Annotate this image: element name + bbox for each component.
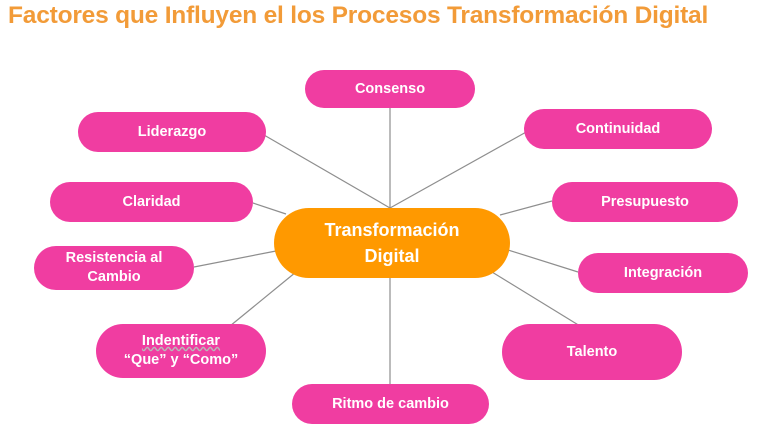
factor-presupuesto: Presupuesto bbox=[552, 182, 738, 222]
connector-integracion bbox=[504, 248, 579, 273]
factor-identificar: Indentificar “Que” y “Como” bbox=[96, 324, 266, 378]
factor-consenso: Consenso bbox=[305, 70, 475, 108]
factor-label: Talento bbox=[566, 343, 618, 360]
factor-label: Integración bbox=[623, 264, 703, 281]
factor-claridad: Claridad bbox=[50, 182, 253, 222]
factor-label: Continuidad bbox=[575, 120, 661, 137]
diagram-title: Factores que Influyen el los Procesos Tr… bbox=[8, 2, 709, 29]
factor-label: Consenso bbox=[354, 80, 426, 97]
central-node: Transformación Digital bbox=[274, 208, 510, 278]
factor-label: Presupuesto bbox=[601, 193, 689, 210]
factor-label: Indentificar “Que” y “Como” bbox=[123, 333, 239, 368]
connector-presupuesto bbox=[499, 200, 553, 216]
factor-label: Resistencia al Cambio bbox=[65, 250, 163, 285]
factor-liderazgo: Liderazgo bbox=[78, 112, 266, 152]
factor-talento: Talento bbox=[502, 324, 682, 380]
connector-talento bbox=[491, 271, 581, 327]
factor-continuidad: Continuidad bbox=[524, 109, 712, 149]
central-label: Transformación Digital bbox=[324, 220, 460, 266]
factor-ritmo: Ritmo de cambio bbox=[292, 384, 489, 424]
factor-label: Ritmo de cambio bbox=[332, 395, 449, 412]
connector-claridad bbox=[252, 202, 287, 215]
factor-label: Claridad bbox=[122, 193, 181, 210]
connector-continuidad bbox=[389, 130, 529, 209]
factor-integracion: Integración bbox=[578, 253, 748, 293]
connector-identificar bbox=[229, 271, 297, 327]
connector-resistencia bbox=[193, 250, 277, 268]
connector-liderazgo bbox=[263, 134, 391, 209]
factor-resistencia: Resistencia al Cambio bbox=[34, 246, 194, 290]
factor-label: Liderazgo bbox=[137, 123, 207, 140]
